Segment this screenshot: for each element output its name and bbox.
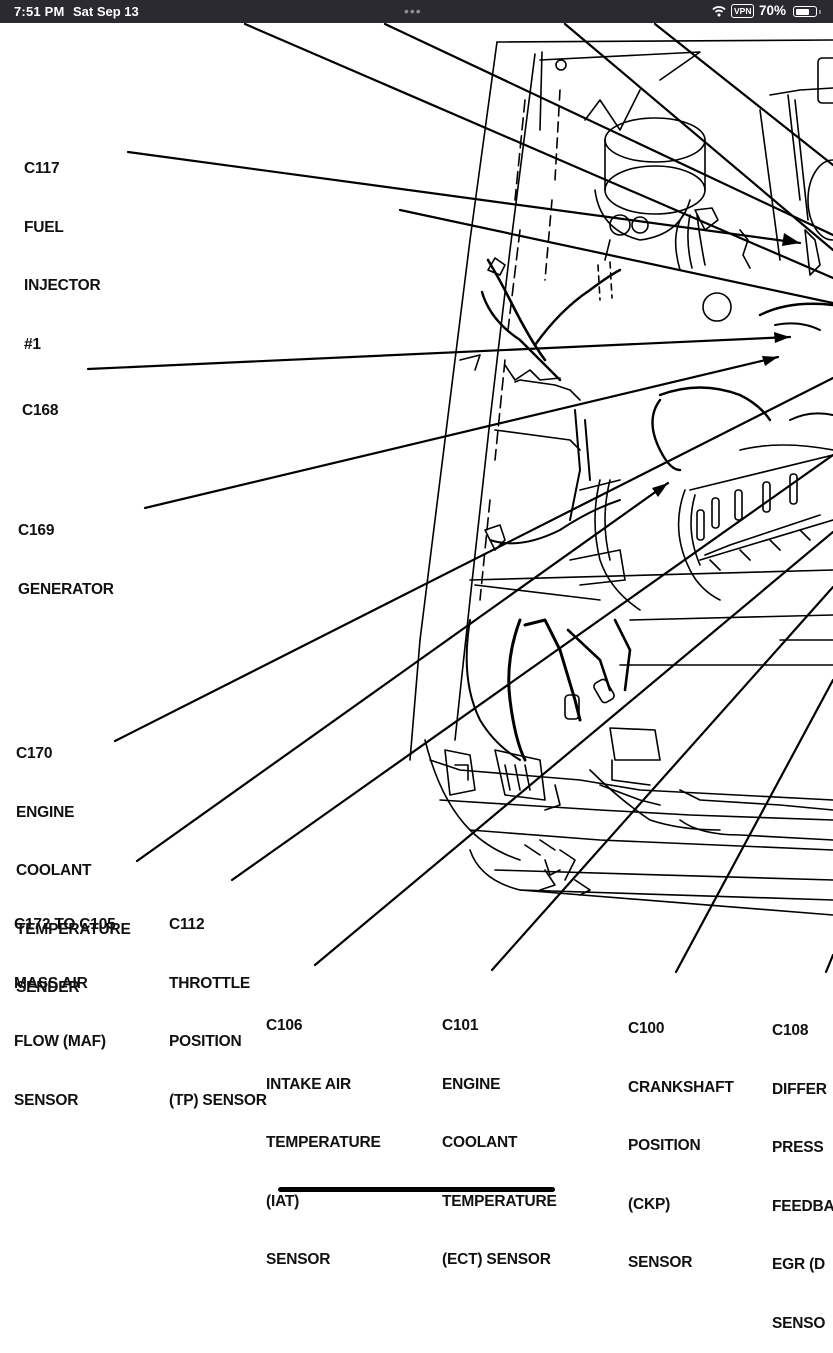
leader-c101 — [490, 585, 833, 972]
leader-c100 — [674, 678, 833, 974]
leader-lines — [86, 23, 833, 974]
label-line: COOLANT — [442, 1134, 518, 1151]
label-c108-dpfe-sensor: C108 DIFFER PRESS FEEDBA EGR (D SENSO — [772, 982, 833, 1353]
leader-c108 — [824, 953, 833, 974]
leader-top-3 — [563, 23, 833, 252]
label-line: FLOW (MAF) — [14, 1033, 106, 1050]
leader-c172 — [135, 481, 670, 863]
label-c172-maf-sensor: C172 TO C105 MASS AIR FLOW (MAF) SENSOR — [14, 876, 116, 1130]
label-c106-iat-sensor: C106 INTAKE AIR TEMPERATURE (IAT) SENSOR — [266, 977, 381, 1289]
label-line: C106 — [266, 1017, 303, 1034]
label-line: EGR (D — [772, 1256, 826, 1273]
label-line: MASS AIR — [14, 974, 88, 992]
leader-top-4 — [653, 23, 833, 167]
battery-fill — [795, 8, 809, 15]
label-line: DIFFER — [772, 1080, 827, 1098]
label-line: FUEL — [24, 218, 64, 236]
label-line: SENSOR — [266, 1251, 331, 1268]
arrowhead-c117 — [782, 233, 800, 246]
label-line: C100 — [628, 1020, 665, 1037]
label-line: TEMPERATURE — [442, 1192, 557, 1210]
multitasking-dots-icon[interactable]: ••• — [404, 3, 422, 19]
battery-percent: 70% — [759, 3, 787, 18]
label-line: INJECTOR — [24, 277, 101, 294]
label-line: ENGINE — [442, 1075, 501, 1093]
leader-c168 — [86, 335, 792, 371]
arrowheads — [652, 233, 800, 497]
label-c101-ect-sensor: C101 ENGINE COOLANT TEMPERATURE (ECT) SE… — [442, 977, 557, 1289]
engine-wiring-diagram — [86, 23, 833, 974]
label-line: FEEDBA — [772, 1197, 833, 1215]
home-indicator[interactable] — [278, 1187, 555, 1192]
vpn-badge: VPN — [731, 4, 755, 18]
leader-c117 — [126, 150, 802, 245]
label-line: SENSOR — [628, 1254, 693, 1271]
label-line: C117 — [24, 160, 60, 177]
label-c100-ckp-sensor: C100 CRANKSHAFT POSITION (CKP) SENSOR — [628, 980, 734, 1292]
label-line: PRESS — [772, 1139, 824, 1156]
arrowhead-c169 — [762, 356, 778, 366]
label-c117-fuel-injector: C117 FUEL INJECTOR #1 — [24, 120, 101, 374]
label-line: (TP) SENSOR — [169, 1091, 267, 1109]
label-line: (ECT) SENSOR — [442, 1251, 551, 1268]
label-line: (IAT) — [266, 1192, 300, 1210]
leader-c112 — [230, 453, 833, 882]
label-line: C108 — [772, 1022, 809, 1039]
leader-top-1 — [243, 23, 833, 280]
leader-c169 — [143, 355, 780, 510]
label-c168: C168 — [22, 362, 58, 440]
battery-icon — [793, 6, 817, 17]
label-line: TEMPERATURE — [266, 1134, 381, 1151]
status-time: 7:51 PM — [14, 4, 65, 19]
label-line: C169 — [18, 522, 55, 539]
label-line: SENSO — [772, 1314, 826, 1332]
status-bar: 7:51 PM Sat Sep 13 ••• VPN 70% — [0, 0, 833, 23]
label-line: C112 — [169, 916, 205, 933]
label-line: SENDER — [16, 979, 80, 996]
status-date: Sat Sep 13 — [73, 4, 139, 19]
battery-tip — [819, 10, 821, 14]
label-line: CRANKSHAFT — [628, 1078, 734, 1096]
label-line: C168 — [22, 402, 59, 419]
leader-c170 — [113, 376, 833, 743]
label-line: GENERATOR — [18, 580, 114, 598]
leader-c106 — [313, 530, 833, 967]
leader-top-2 — [383, 23, 833, 237]
label-line: SENSOR — [14, 1091, 79, 1109]
label-line: C170 — [16, 745, 53, 762]
label-line: TEMPERATURE — [16, 920, 131, 938]
arrowhead-c168 — [774, 332, 790, 343]
label-line: POSITION — [628, 1137, 701, 1154]
label-line: COOLANT — [16, 862, 92, 879]
label-line: ENGINE — [16, 803, 75, 821]
label-line: #1 — [24, 335, 41, 353]
leader-c117-b — [398, 208, 833, 305]
label-line: POSITION — [169, 1033, 242, 1050]
label-line: (CKP) — [628, 1195, 671, 1213]
label-line: C101 — [442, 1017, 479, 1034]
label-line: INTAKE AIR — [266, 1075, 351, 1093]
wifi-icon — [712, 6, 726, 17]
arrowhead-c172 — [652, 483, 668, 497]
label-line: THROTTLE — [169, 974, 251, 992]
label-c169-generator: C169 GENERATOR — [18, 482, 114, 619]
engine-drawing — [409, 39, 833, 916]
label-c112-tp-sensor: C112 THROTTLE POSITION (TP) SENSOR — [169, 876, 267, 1130]
label-c170-ect-sender: C170 ENGINE COOLANT TEMPERATURE SENDER — [16, 705, 131, 1017]
label-line: C172 TO C105 — [14, 916, 116, 933]
